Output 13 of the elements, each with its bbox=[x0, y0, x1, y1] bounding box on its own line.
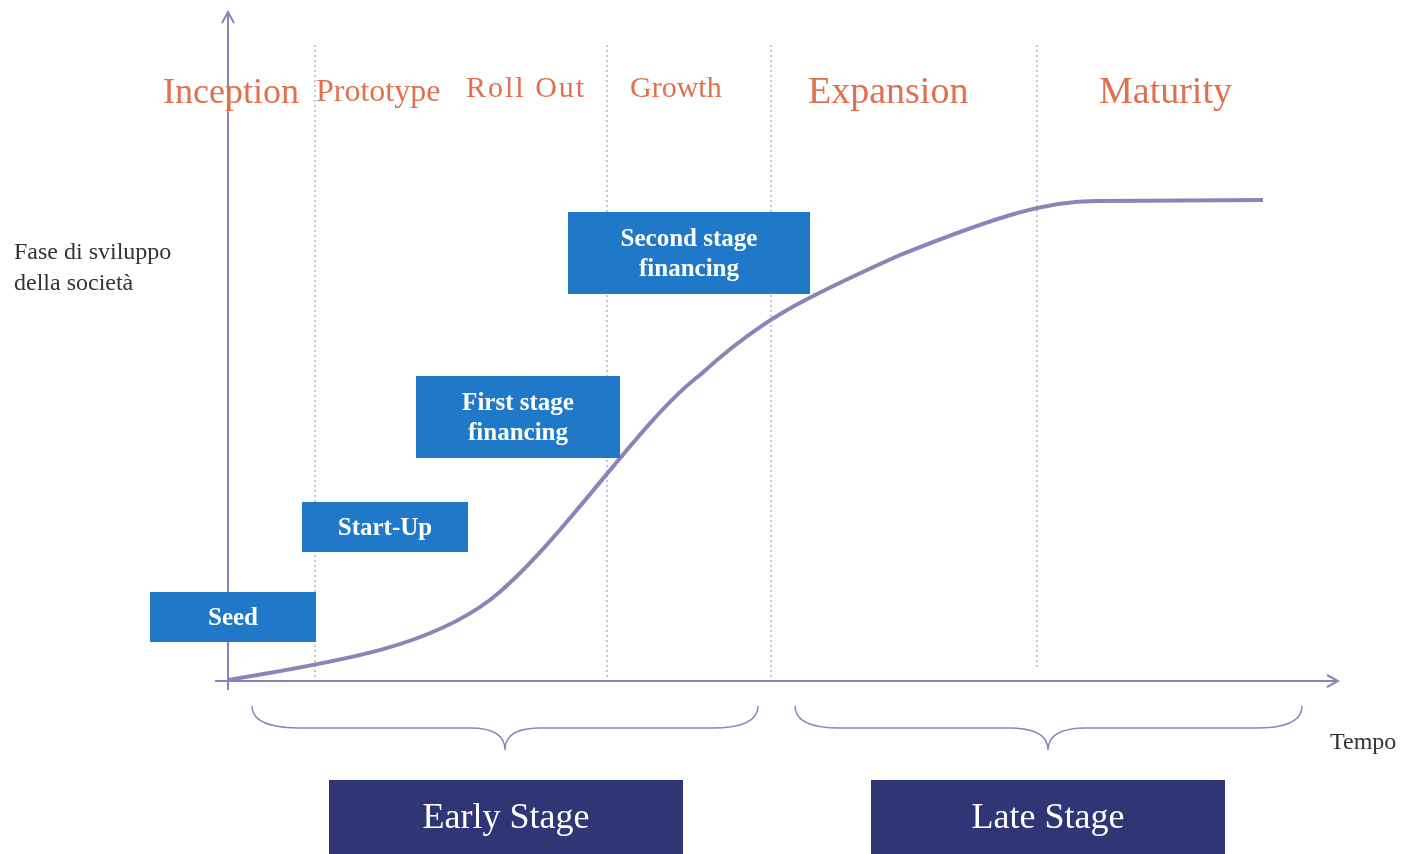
phase-label: Roll Out bbox=[466, 70, 587, 104]
axis-title: Fase di sviluppo della società bbox=[14, 237, 173, 298]
phase-label: Maturity bbox=[1099, 68, 1232, 112]
stage-box: Early Stage bbox=[329, 780, 683, 854]
phase-label: Prototype bbox=[316, 72, 441, 109]
financing-box: Start-Up bbox=[302, 502, 468, 552]
stage-box: Late Stage bbox=[871, 780, 1225, 854]
financing-box: Seed bbox=[150, 592, 316, 642]
financing-box: Second stage financing bbox=[568, 212, 810, 294]
financing-box: First stage financing bbox=[416, 376, 620, 458]
phase-label: Expansion bbox=[808, 68, 969, 112]
axis-title: Tempo bbox=[1330, 728, 1397, 755]
phase-label: Growth bbox=[630, 70, 722, 104]
